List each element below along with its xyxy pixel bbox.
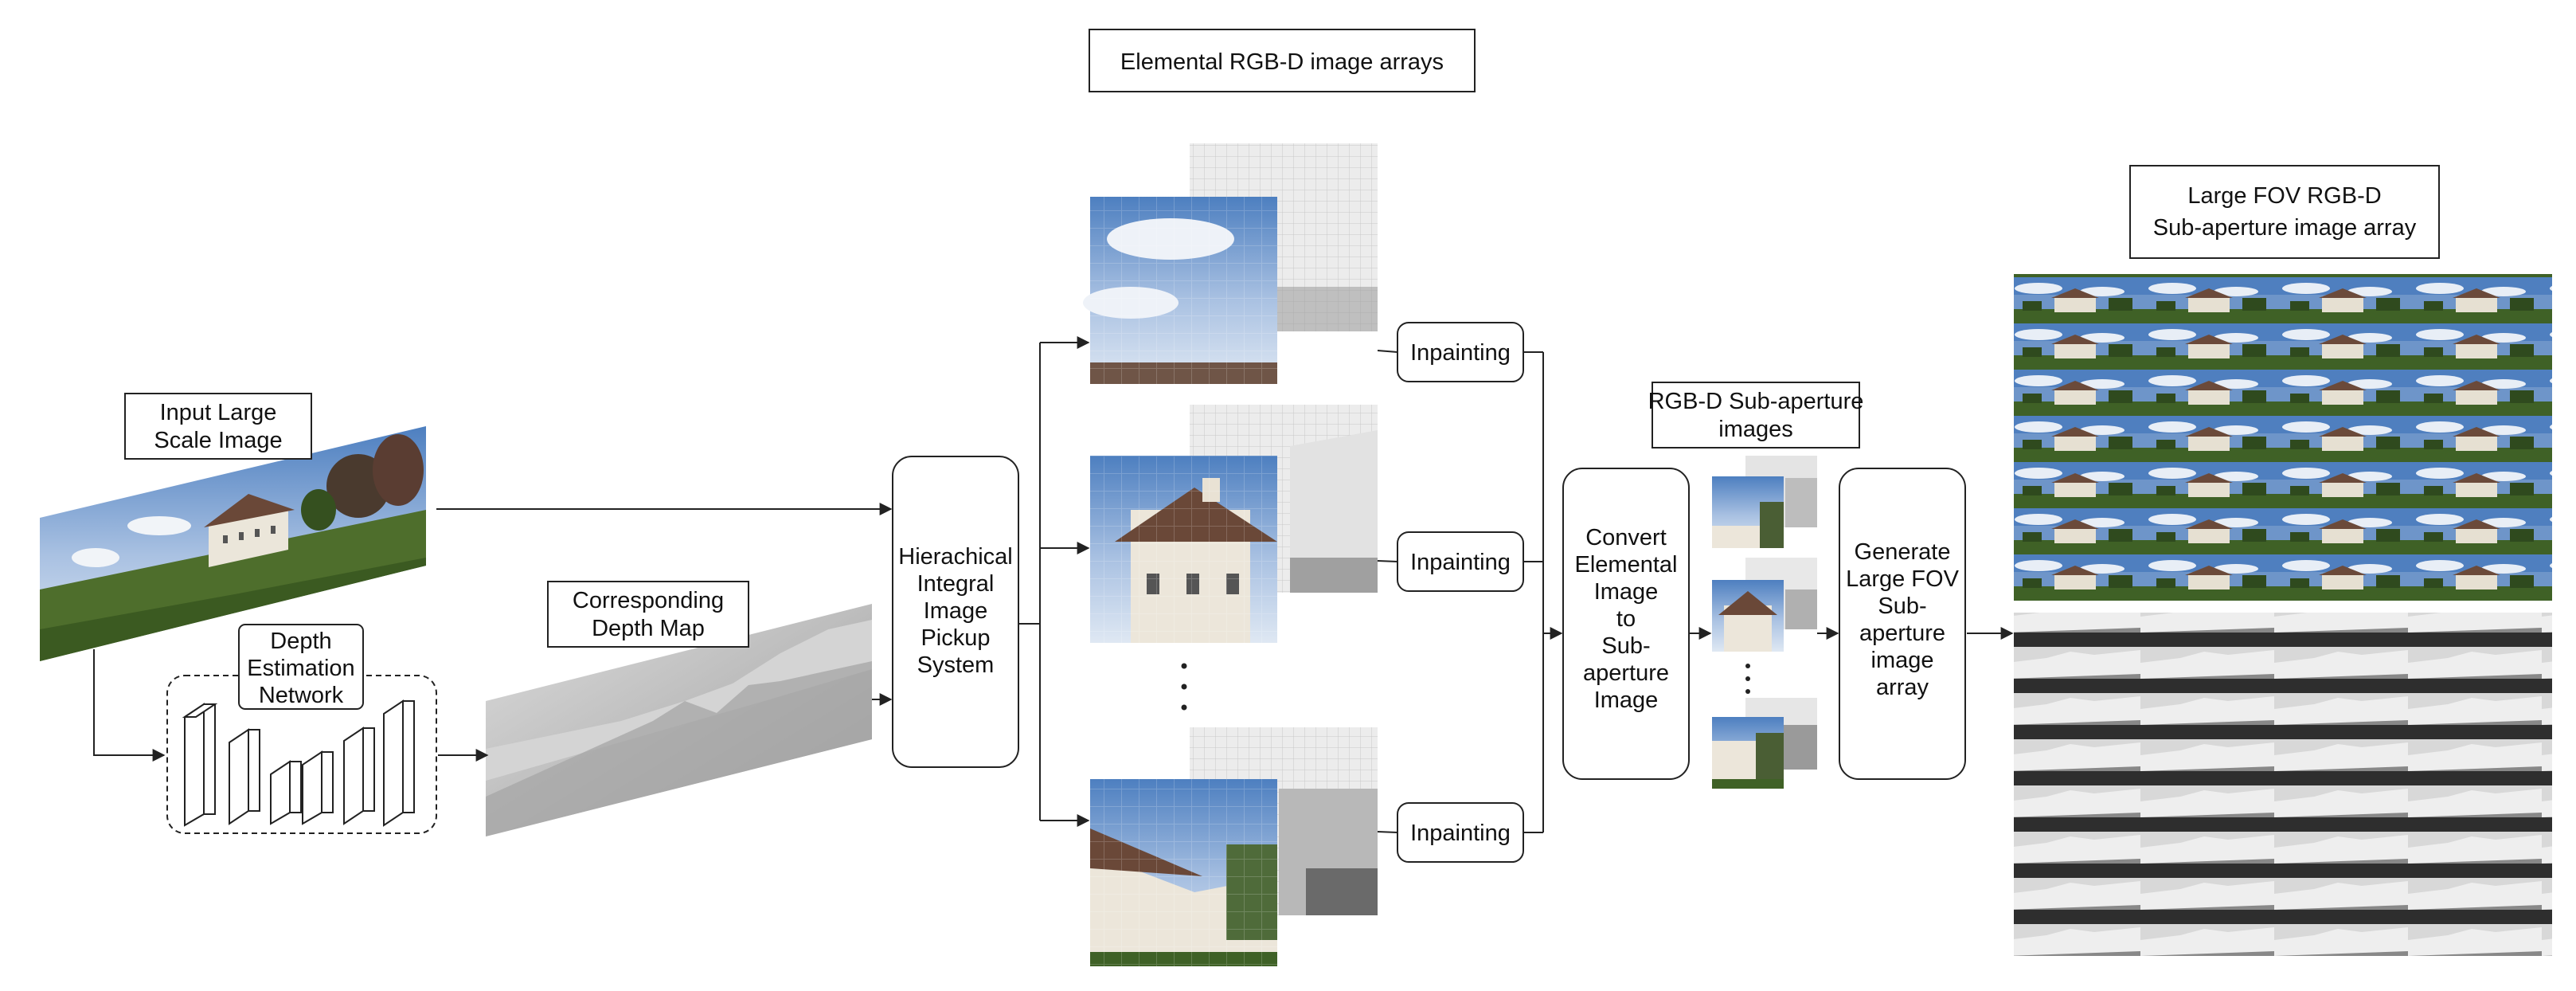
pickup-system-box: Hierachical Integral Image Pickup System xyxy=(892,456,1019,768)
convert-label-line-7: Image xyxy=(1594,687,1659,713)
generate-box: Generate Large FOV Sub- aperture image a… xyxy=(1839,468,1966,780)
subaperture-pair-2 xyxy=(1712,558,1817,652)
depth-map-label-box: Corresponding Depth Map xyxy=(547,581,749,648)
generate-label-line-3: Sub- xyxy=(1878,593,1926,619)
generate-label-line-6: array xyxy=(1876,675,1929,700)
inpainting-box-1: Inpainting xyxy=(1397,322,1524,382)
depth-net-label-line-2: Estimation xyxy=(247,656,354,681)
large-fov-label-line-1: Large FOV RGB-D xyxy=(2187,183,2381,209)
convert-label-line-3: Image xyxy=(1594,579,1659,605)
depth-network-box: Depth Estimation Network xyxy=(166,624,437,834)
convert-box: Convert Elemental Image to Sub- aperture… xyxy=(1562,468,1690,780)
input-label-box: Input Large Scale Image xyxy=(124,393,312,460)
subaperture-pair-3 xyxy=(1712,698,1817,789)
input-panorama-image xyxy=(40,426,426,661)
generate-label-line-2: Large FOV xyxy=(1846,566,1959,592)
convert-label-line-4: to xyxy=(1616,606,1636,632)
elemental-rgb-3 xyxy=(1090,779,1277,966)
inpainting-box-3: Inpainting xyxy=(1397,802,1524,863)
pickup-label-line-1: Hierachical xyxy=(898,544,1012,570)
elemental-pair-3 xyxy=(1090,727,1378,966)
network-layers-icon xyxy=(182,699,415,827)
large-fov-depth-array xyxy=(2014,613,2552,956)
subaperture-label-line-2: images xyxy=(1718,417,1793,442)
connectors xyxy=(93,336,2014,833)
pickup-label-line-4: Pickup xyxy=(921,625,990,651)
elemental-pair-2 xyxy=(1090,405,1378,643)
subaperture-pair-1 xyxy=(1712,456,1817,548)
elemental-label-box: Elemental RGB-D image arrays xyxy=(1089,29,1476,92)
depth-net-label-line-3: Network xyxy=(259,683,344,708)
convert-label-line-1: Convert xyxy=(1585,525,1667,550)
generate-label-line-1: Generate xyxy=(1855,539,1951,565)
pickup-label-line-5: System xyxy=(917,652,995,678)
inpainting-label-3: Inpainting xyxy=(1410,821,1511,846)
subaperture-label-line-1: RGB-D Sub-aperture xyxy=(1648,389,1864,414)
elemental-pair-1 xyxy=(1083,143,1378,384)
pickup-label-line-2: Integral xyxy=(917,571,995,597)
elemental-label: Elemental RGB-D image arrays xyxy=(1120,49,1444,75)
generate-label-line-5: image xyxy=(1871,648,1934,673)
subaperture-label-box: RGB-D Sub-aperture images xyxy=(1648,382,1864,448)
depth-map-image xyxy=(486,604,872,836)
elemental-rgb-2 xyxy=(1090,456,1277,643)
depth-map-label-line-1: Corresponding xyxy=(573,588,724,613)
inpainting-label-1: Inpainting xyxy=(1410,340,1511,366)
convert-label-line-6: aperture xyxy=(1583,660,1669,686)
inpainting-box-2: Inpainting xyxy=(1397,531,1524,592)
inpainting-label-2: Inpainting xyxy=(1410,550,1511,575)
input-label-line-1: Input Large xyxy=(160,400,277,425)
elemental-rgb-1 xyxy=(1083,197,1277,384)
convert-label-line-5: Sub- xyxy=(1601,633,1650,659)
generate-label-line-4: aperture xyxy=(1859,621,1945,646)
depth-map-label-line-2: Depth Map xyxy=(592,616,705,641)
depth-net-label-line-1: Depth xyxy=(270,629,331,654)
convert-label-line-2: Elemental xyxy=(1575,552,1678,578)
elemental-ellipsis xyxy=(1181,663,1187,711)
input-label-line-2: Scale Image xyxy=(154,428,282,453)
large-fov-label-box: Large FOV RGB-D Sub-aperture image array xyxy=(2129,165,2440,259)
pickup-label-line-3: Image xyxy=(924,598,988,624)
large-fov-rgb-array xyxy=(2014,274,2552,601)
large-fov-label-line-2: Sub-aperture image array xyxy=(2153,215,2417,241)
subaperture-ellipsis xyxy=(1745,664,1750,694)
